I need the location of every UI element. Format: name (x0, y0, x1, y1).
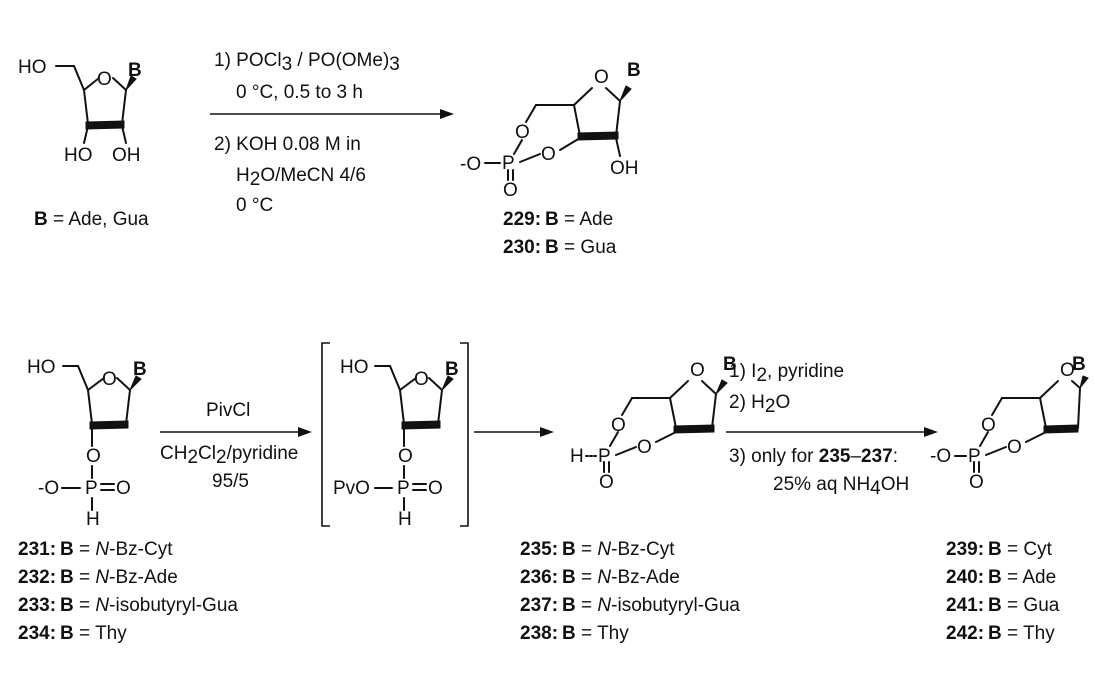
bottom-conditions-1: PivCl CH2Cl2/pyridine 95/5 (160, 400, 312, 492)
hydrogen-atom: H (570, 446, 584, 467)
o3-atom: O (541, 144, 556, 165)
o-minus-atom: -O (460, 154, 481, 175)
ring-oxygen-atom: O (97, 69, 112, 90)
compound-label-234: 234:B = Thy (18, 623, 127, 644)
base-atom: B (128, 60, 142, 81)
phosphorus-atom: P (397, 478, 410, 499)
ring-oxygen-atom: O (690, 360, 705, 381)
condition-line-2: 0 °C, 0.5 to 3 h (236, 82, 363, 103)
condition-ratio: 95/5 (212, 471, 249, 492)
ring-oxygen-atom: O (594, 67, 609, 88)
compound-label-242: 242:B = Thy (946, 623, 1055, 644)
cyclic-h-phosphonate: O B O H P O O 235:B = N-Bz-Cyt 236:B = N… (520, 354, 740, 644)
oh2-atom: OH (112, 145, 141, 166)
o3-atom: O (1007, 437, 1022, 458)
phosphoryl-oxygen-atom: O (428, 478, 443, 499)
phosphorus-atom: P (502, 153, 515, 174)
o-minus-atom: -O (930, 446, 951, 467)
top-start-material: HO O B HO OH B = Ade, Gua (18, 57, 149, 230)
bottom-conditions-2: 1) I2, pyridine 2) H2O 3) only for 235–2… (726, 361, 938, 499)
phosphoryl-oxygen-atom: O (503, 180, 518, 201)
condition-water: 2) H2O (729, 392, 790, 417)
hydrogen-atom: H (398, 509, 412, 530)
o5-atom: O (611, 415, 626, 436)
o3-atom: O (398, 446, 413, 467)
ho3-atom: HO (64, 145, 93, 166)
condition-ammonia: 25% aq NH4OH (773, 474, 909, 499)
ho5-atom: HO (340, 357, 369, 378)
compound-label-232: 232:B = N-Bz-Ade (18, 567, 178, 588)
top-reaction-conditions: 1) POCl3 / PO(OMe)3 0 °C, 0.5 to 3 h 2) … (210, 50, 454, 216)
base-atom: B (723, 354, 737, 375)
condition-solvent: CH2Cl2/pyridine (160, 443, 298, 468)
condition-line-3: 2) KOH 0.08 M in (214, 134, 361, 155)
compound-label-229: 229:B = Ade (503, 209, 613, 230)
ring-oxygen-atom: O (1060, 360, 1075, 381)
base-atom: B (445, 359, 459, 380)
condition-line-1: 1) POCl3 / PO(OMe)3 (214, 50, 400, 75)
base-definition: B = Ade, Gua (34, 209, 149, 230)
compound-label-239: 239:B = Cyt (946, 539, 1053, 560)
intermediate-pivaloyl: HO O B O PvO P O H (321, 342, 469, 530)
o-minus-atom: -O (38, 478, 59, 499)
base-atom: B (133, 359, 147, 380)
condition-iodine: 1) I2, pyridine (729, 361, 844, 386)
top-arrow-head (440, 109, 454, 119)
o5-atom: O (515, 122, 530, 143)
o3-atom: O (86, 446, 101, 467)
compound-label-241: 241:B = Gua (946, 595, 1060, 616)
compound-label-236: 236:B = N-Bz-Ade (520, 567, 680, 588)
ho5-atom: HO (18, 57, 47, 78)
condition-only-for: 3) only for 235–237: (729, 446, 898, 467)
bottom-product: O B O -O P O O 239:B = Cyt 240:B = Ade 2… (930, 354, 1089, 644)
o5-atom: O (981, 415, 996, 436)
phosphoryl-oxygen-atom: O (116, 478, 131, 499)
condition-line-4: H2O/MeCN 4/6 (236, 165, 366, 190)
condition-pivcl: PivCl (206, 400, 250, 421)
compound-label-230: 230:B = Gua (503, 237, 617, 258)
compound-label-231: 231:B = N-Bz-Cyt (18, 539, 173, 560)
ring-oxygen-atom: O (102, 369, 117, 390)
condition-line-5: 0 °C (236, 195, 273, 216)
bottom-start-material: HO O B O -O P O H 231:B = N-Bz-Cyt 232:B… (18, 357, 238, 644)
oh2-atom: OH (610, 158, 639, 179)
base-atom: B (1072, 354, 1086, 375)
phosphorus-atom: P (598, 446, 611, 467)
pvo-group: PvO (333, 478, 370, 499)
hydrogen-atom: H (86, 509, 100, 530)
compound-label-237: 237:B = N-isobutyryl-Gua (520, 595, 740, 616)
left-bracket (321, 342, 330, 527)
compound-label-235: 235:B = N-Bz-Cyt (520, 539, 675, 560)
o3-atom: O (637, 437, 652, 458)
top-product: O B O P O -O O OH 229:B = Ade 230:B = Gu… (460, 60, 641, 258)
ring-oxygen-atom: O (414, 369, 429, 390)
ho5-atom: HO (27, 357, 56, 378)
compound-label-240: 240:B = Ade (946, 567, 1056, 588)
right-bracket (460, 342, 469, 527)
phosphoryl-oxygen-atom: O (969, 472, 984, 493)
compound-label-238: 238:B = Thy (520, 623, 629, 644)
compound-label-233: 233:B = N-isobutyryl-Gua (18, 595, 238, 616)
phosphoryl-oxygen-atom: O (599, 472, 614, 493)
phosphorus-atom: P (968, 446, 981, 467)
base-atom: B (627, 60, 641, 81)
phosphorus-atom: P (85, 478, 98, 499)
